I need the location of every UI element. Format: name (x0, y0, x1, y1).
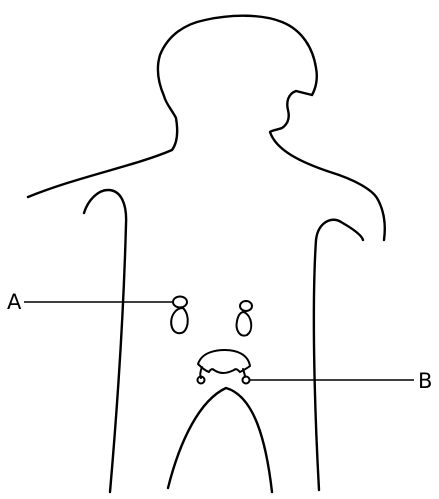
right-arm-outline (314, 220, 363, 490)
left-adrenal-gland (173, 297, 187, 308)
label-a: A (7, 290, 22, 314)
left-arm-outline (84, 190, 126, 492)
right-ovary (243, 377, 250, 384)
right-kidney (237, 312, 252, 336)
legs-outline (168, 388, 272, 492)
left-kidney (171, 308, 188, 333)
label-b: B (418, 369, 432, 393)
body-upper-outline (28, 16, 385, 240)
right-adrenal-gland (240, 301, 252, 311)
